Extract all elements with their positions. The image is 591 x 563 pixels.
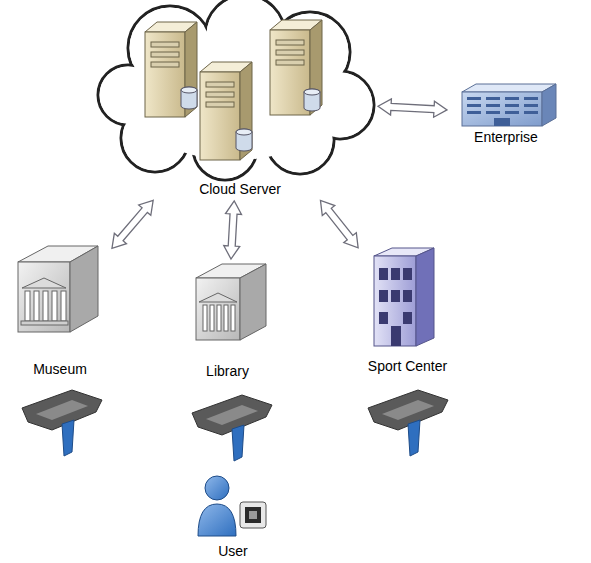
node-label: Sport Center	[368, 358, 447, 375]
node-label: Enterprise	[474, 129, 538, 146]
rfid-reader	[368, 390, 448, 456]
enterprise-building	[462, 84, 556, 126]
sport-center-building	[374, 248, 434, 346]
museum-building	[18, 246, 98, 332]
building-node: Sport Center	[360, 245, 455, 375]
library-building	[196, 264, 266, 340]
double-arrow	[224, 201, 242, 259]
double-arrow	[320, 200, 358, 247]
rfid-reader	[22, 390, 102, 456]
node-label: Museum	[33, 361, 87, 378]
user-icon	[198, 476, 236, 536]
rfid-reader	[192, 395, 272, 461]
server-icons	[145, 20, 322, 160]
building-node: Library	[180, 262, 275, 380]
node-label: Cloud Server	[199, 181, 281, 198]
building-node: Enterprise	[450, 80, 562, 146]
cloud-shape	[98, 0, 374, 180]
user-node: User	[190, 470, 276, 560]
double-arrow	[112, 200, 153, 248]
node-label: Library	[206, 363, 249, 380]
double-arrow	[378, 99, 447, 117]
node-label: User	[218, 543, 248, 560]
cloud-node: Cloud Server	[105, 0, 375, 198]
building-node: Museum	[10, 240, 110, 378]
rfid-card	[240, 502, 266, 528]
